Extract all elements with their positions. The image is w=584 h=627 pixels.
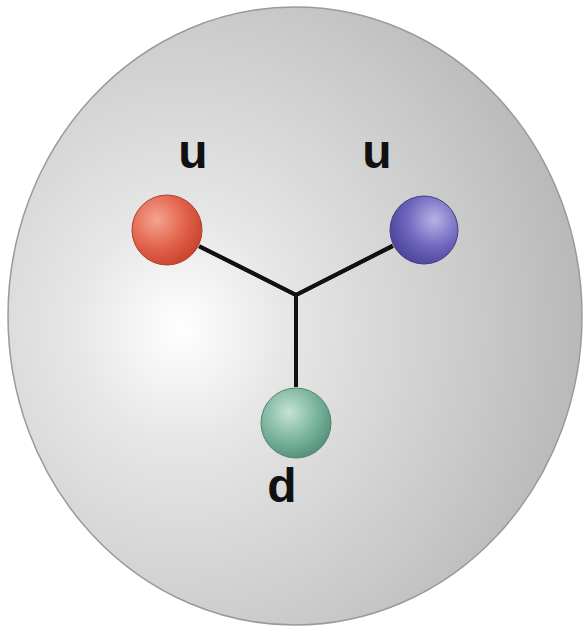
gluon-line <box>199 246 393 295</box>
quark-node: u <box>389 195 459 265</box>
quark-node: u <box>131 194 203 266</box>
gluon-line <box>199 246 296 387</box>
quark-circle <box>260 387 332 459</box>
quark-ball <box>132 195 202 265</box>
quark-ball <box>261 388 331 458</box>
quark-circle <box>131 194 203 266</box>
sphere-outline <box>8 7 582 625</box>
quark-node: d <box>260 387 332 459</box>
quark-ball <box>390 196 458 264</box>
quark-circle <box>389 195 459 265</box>
quark-label: d <box>267 462 296 510</box>
gluon-line <box>296 246 393 387</box>
quark-label: u <box>362 128 391 176</box>
quark-label: u <box>178 128 207 176</box>
